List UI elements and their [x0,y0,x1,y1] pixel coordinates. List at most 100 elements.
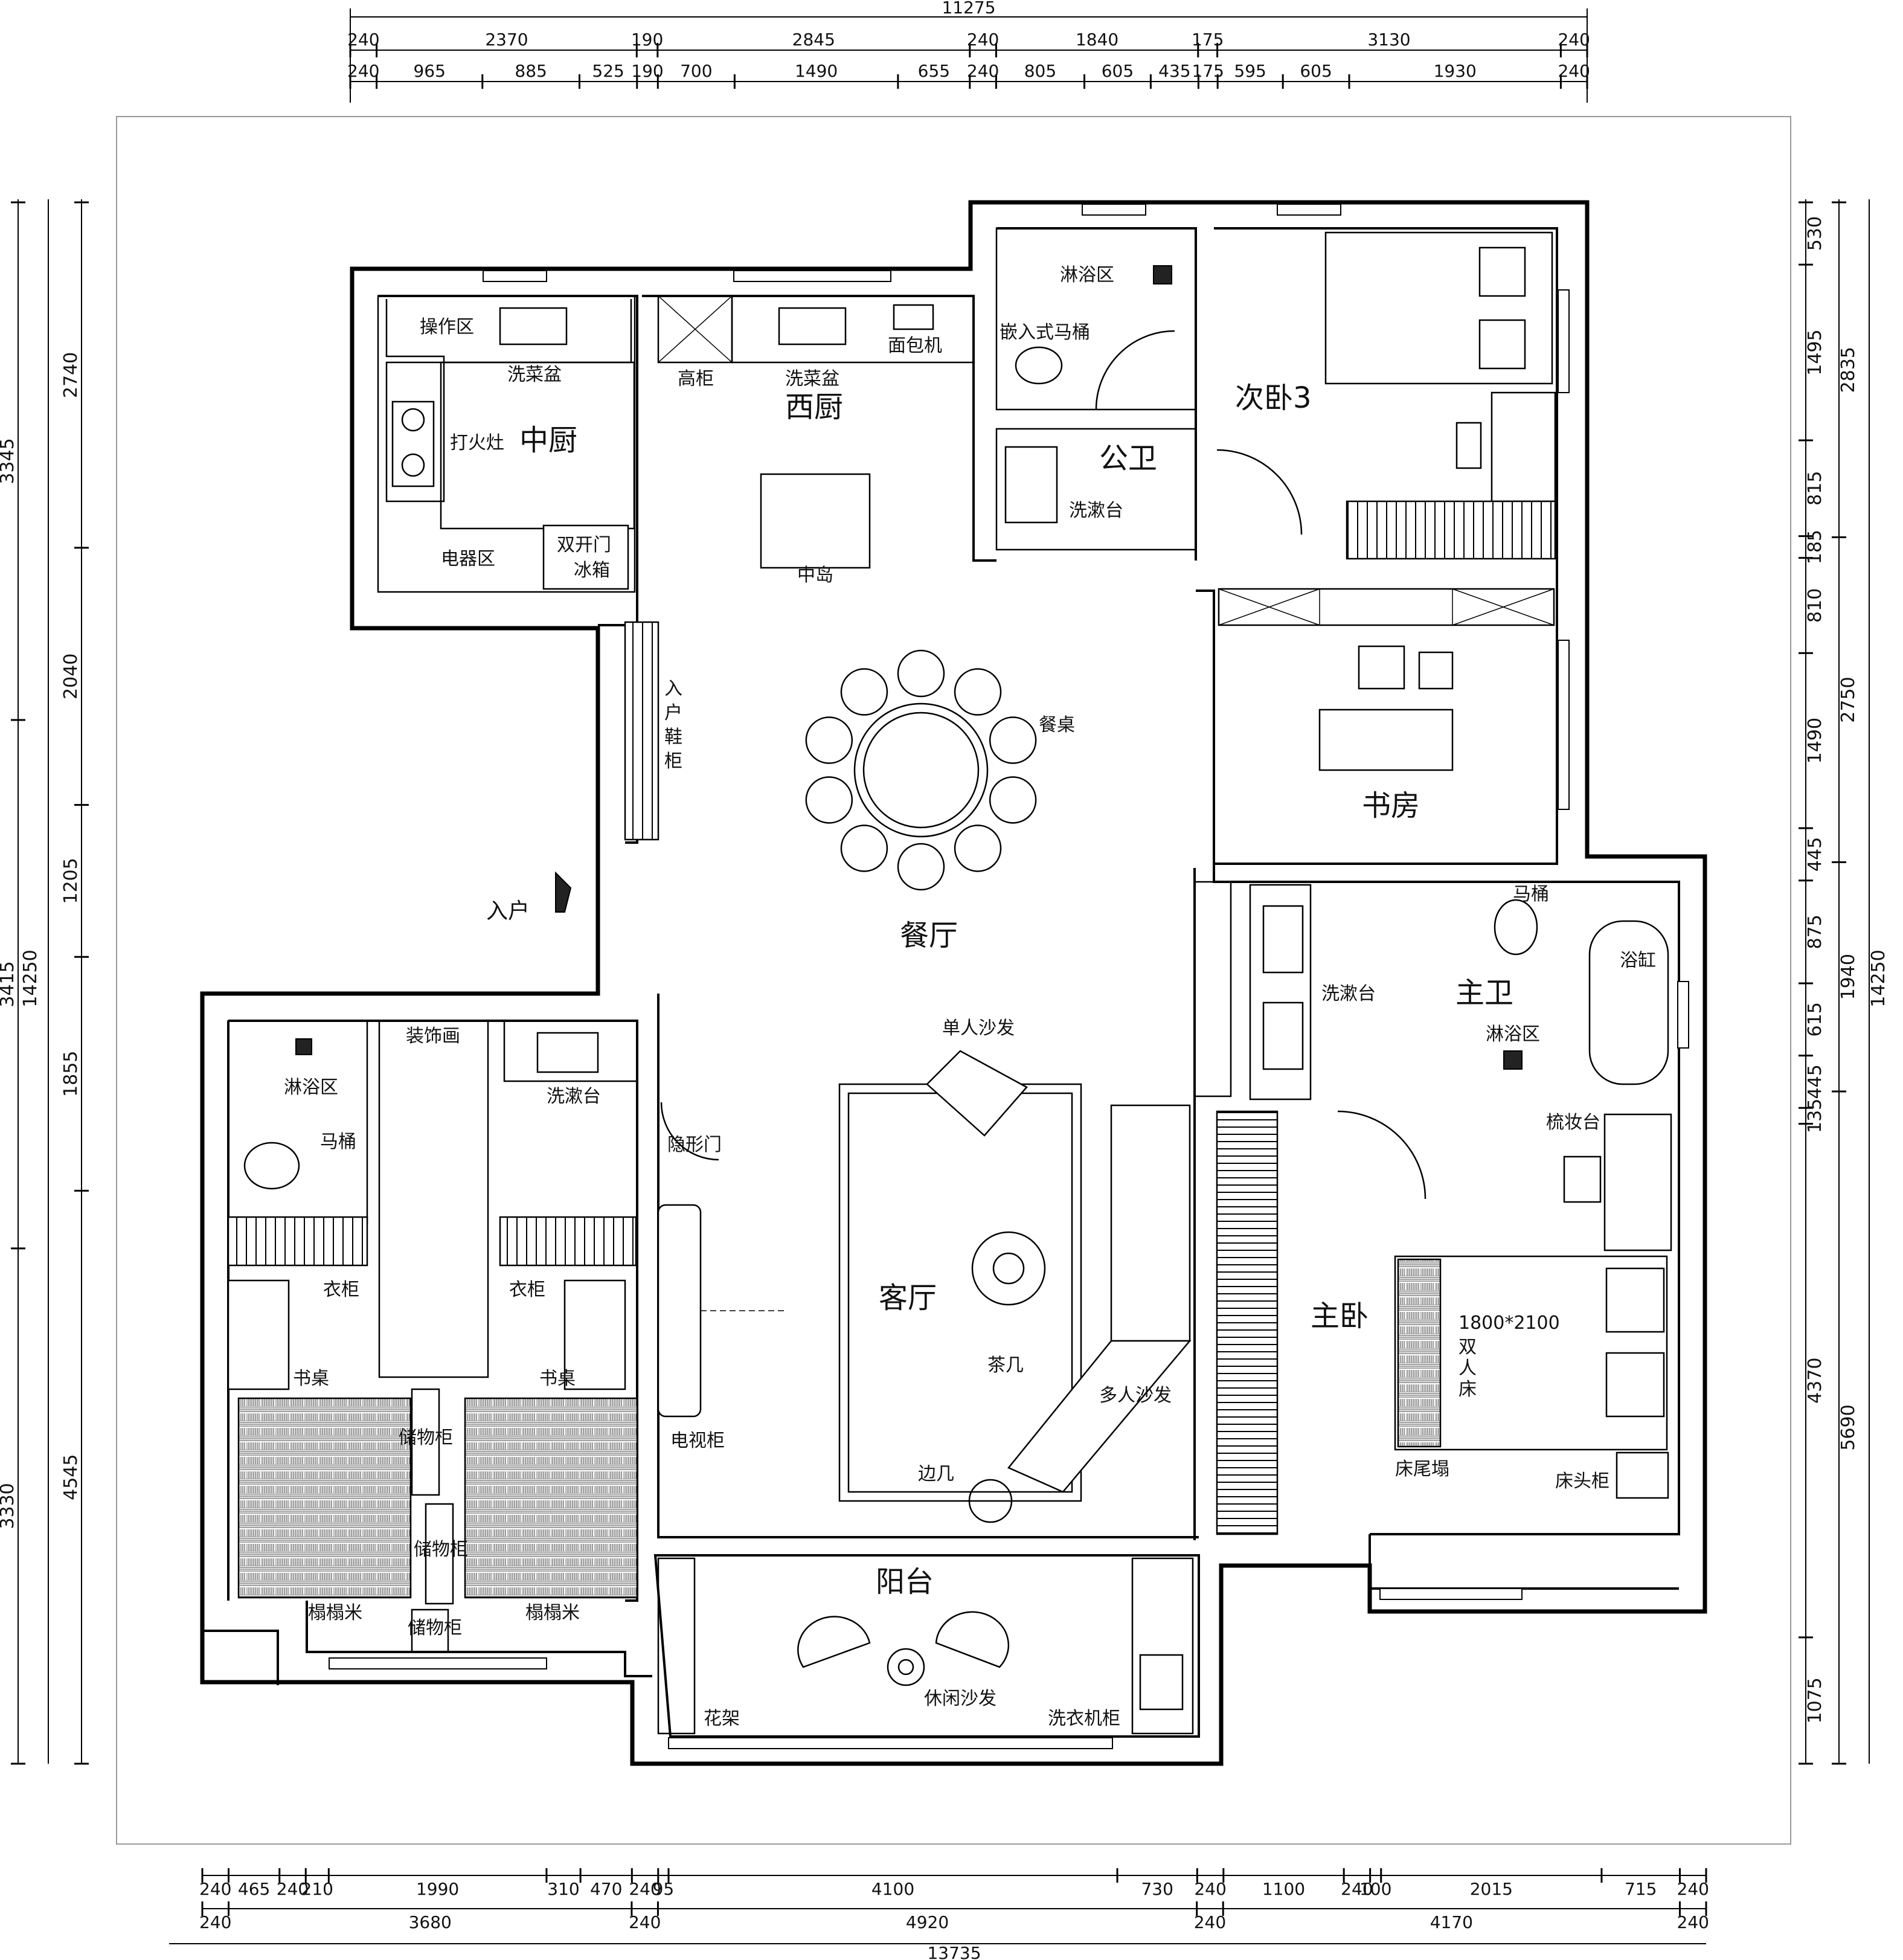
dim-left-outer-value: 3345 [0,438,18,484]
living-room: 单人沙发 隐形门 客厅 茶几 多人沙发 电视柜 边几 [657,1018,1192,1523]
label-nightstand: 床头柜 [1555,1471,1609,1492]
label-bed-3: 床 [1459,1379,1477,1400]
label-tv-cabinet: 电视柜 [670,1430,725,1451]
dim-bot-r2-value: 715 [1625,1879,1657,1899]
dim-right-outer-value: 1940 [1838,954,1859,1000]
label-shower-left: 淋浴区 [284,1077,338,1098]
dim-top-r2-value: 595 [1234,61,1266,81]
dining-chair [897,649,945,698]
dim-right-outer-value: 5690 [1838,1404,1859,1450]
dim-bot-r2-value: 240 [1194,1879,1226,1899]
hidden-door-swing [660,1102,719,1161]
dimensions-right: 2835275019405690530149581518581014904458… [1799,199,1889,1765]
dim-bot-r1-value: 4920 [906,1912,949,1932]
dim-bot-r2-value: 310 [547,1879,579,1899]
dim-left-outer-value: 3330 [0,1483,18,1529]
dim-bot-r1-value: 3680 [409,1912,452,1932]
dim-right-mid-value: 1495 [1805,329,1826,375]
label-leisure-sofa: 休闲沙发 [924,1688,996,1709]
label-shoe-4: 柜 [664,751,682,772]
dim-top-r2-value: 805 [1024,61,1056,81]
dim-top-r2-value: 700 [680,61,712,81]
dining-chair [805,776,853,824]
dim-bot-r1-value: 240 [1194,1912,1226,1932]
room-study: 书房 [1362,789,1420,823]
dining-chair [989,716,1037,764]
label-storage-1: 储物柜 [399,1427,453,1448]
label-sink-2: 洗菜盆 [785,368,839,390]
dining-chair [840,668,888,716]
dim-bot-r2-value: 100 [1359,1879,1391,1899]
label-appliance-area: 电器区 [441,548,495,570]
dim-right-outer-value: 2750 [1838,676,1859,722]
dim-bot-r2-value: 240 [277,1879,309,1899]
room-bedroom-3: 次卧3 [1235,381,1312,415]
dim-bottom-overall: 13735 [927,1943,981,1960]
dim-bot-r2-value: 1100 [1262,1879,1305,1899]
label-multi-sofa: 多人沙发 [1099,1385,1172,1406]
dim-top-r2-value: 605 [1102,61,1134,81]
label-shoe-3: 鞋 [664,727,682,748]
label-stove: 打火灶 [450,432,504,454]
dim-left-mid-value: 4545 [60,1454,82,1500]
label-fridge-2: 冰箱 [574,560,610,581]
label-storage-3: 储物柜 [408,1618,462,1639]
label-sink-1: 洗菜盆 [507,364,562,385]
label-tatami-2: 榻榻米 [525,1602,580,1624]
dining-chair [989,776,1037,824]
dim-top-r1-value: 3130 [1367,30,1410,50]
dim-top-r2-value: 1930 [1434,61,1477,81]
dim-top-r2-value: 190 [631,61,663,81]
label-bed-end-stool: 床尾塌 [1395,1459,1449,1480]
dim-bot-r1-value: 240 [629,1912,661,1932]
label-wardrobe-2: 衣柜 [509,1279,545,1300]
dim-right-mid-value: 530 [1805,216,1826,251]
dim-right-mid-value: 815 [1805,471,1826,506]
dim-right-mid-value: 4370 [1805,1357,1826,1403]
label-bed-1: 双 [1459,1337,1477,1358]
label-desk-1: 书桌 [293,1368,329,1389]
dim-left-outer-value: 3415 [0,961,18,1007]
label-island: 中岛 [797,565,833,586]
label-shoe-2: 户 [664,702,682,724]
label-desk-2: 书桌 [539,1368,576,1389]
dim-right-mid-value: 1075 [1805,1677,1826,1723]
dim-top-r2-value: 435 [1158,61,1190,81]
dim-right-mid-value: 615 [1805,1002,1826,1036]
dim-left-mid-value: 2040 [60,654,82,699]
western-kitchen: 高柜 洗菜盆 面包机 西厨 中岛 [657,295,975,586]
balcony: 阳台 花架 休闲沙发 洗衣机柜 [657,1557,1194,1735]
dim-top-r2-value: 240 [967,61,999,81]
room-master-bath: 主卫 [1455,976,1513,1010]
dim-bot-r2-value: 95 [653,1879,675,1899]
dim-left-mid-value: 1205 [60,858,82,904]
dim-bot-r2-value: 730 [1141,1879,1173,1899]
dining: 入 户 鞋 柜 餐桌 餐厅 入户 [486,621,1075,953]
dim-bot-r1-value: 4170 [1430,1912,1473,1932]
windows [329,204,1689,1749]
master-bedroom: 梳妆台 主卧 1800*2100 双 人 床 床尾塌 床头柜 [1216,1110,1672,1535]
dim-bot-r2-value: 240 [1677,1879,1709,1899]
dim-left-mid-value: 1855 [60,1051,82,1097]
dim-top-r2-value: 240 [347,61,379,81]
dim-top-overall: 11275 [942,0,995,18]
dim-bot-r2-value: 240 [199,1879,231,1899]
dim-top-r2-value: 525 [592,61,624,81]
dining-chair [805,716,853,764]
dim-right-mid-value: 135 [1805,1099,1826,1133]
dim-bot-r1-value: 240 [199,1912,231,1932]
label-bread-machine: 面包机 [888,335,942,356]
label-toilet-master: 马桶 [1513,884,1549,905]
dim-right-outer-value: 2835 [1838,347,1859,393]
label-shower-master: 淋浴区 [1486,1024,1540,1045]
label-toilet-left: 马桶 [320,1131,356,1152]
dim-bot-r2-value: 470 [590,1879,622,1899]
dim-right-mid-value: 185 [1805,530,1826,564]
lower-left-bedrooms: 淋浴区 马桶 装饰画 洗漱台 衣柜 衣柜 书桌 书桌 储物柜 储物柜 储物柜 榻… [227,1020,638,1653]
room-western-kitchen: 西厨 [785,390,843,424]
label-dresser: 梳妆台 [1546,1112,1600,1133]
label-flower-rack: 花架 [704,1708,740,1729]
